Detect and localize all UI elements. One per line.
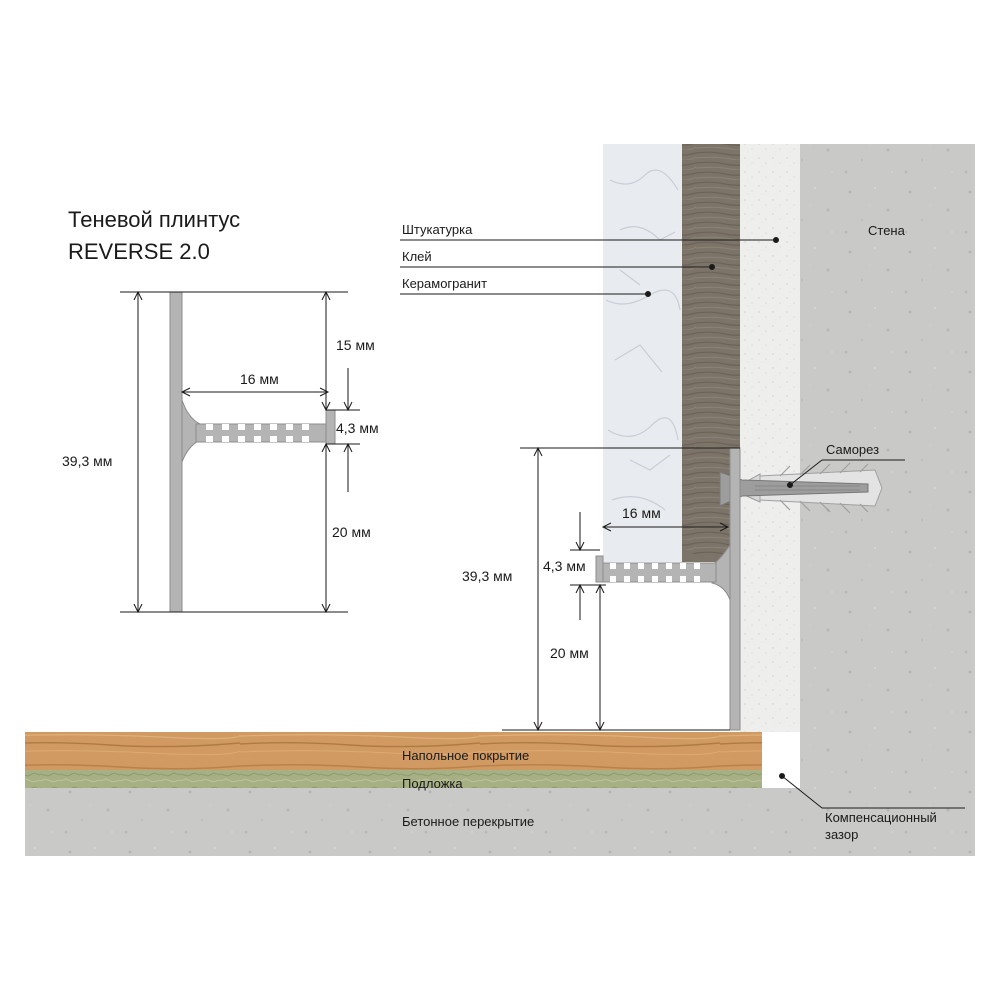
left-depth: 16 мм bbox=[240, 371, 279, 387]
leader-lines bbox=[400, 237, 965, 809]
installed-total-height: 39,3 мм bbox=[462, 568, 512, 584]
installed-bottom-section: 20 мм bbox=[550, 645, 589, 661]
label-flooring: Напольное покрытие bbox=[402, 748, 529, 763]
left-profile-grooves bbox=[206, 424, 309, 442]
installed-depth: 16 мм bbox=[622, 505, 661, 521]
flooring-layer bbox=[25, 732, 762, 770]
expansion-gap bbox=[762, 732, 800, 788]
glue-bottom-edge bbox=[682, 548, 728, 562]
left-profile bbox=[169, 291, 336, 613]
underlay-layer bbox=[25, 770, 762, 788]
label-underlay: Подложка bbox=[402, 776, 463, 791]
left-shelf-thickness: 4,3 мм bbox=[336, 420, 379, 436]
left-dimensions bbox=[120, 290, 360, 614]
label-screw: Саморез bbox=[826, 442, 879, 457]
left-top-section: 15 мм bbox=[336, 337, 375, 353]
label-concrete-slab: Бетонное перекрытие bbox=[402, 814, 534, 829]
title-line-1: Теневой плинтус bbox=[68, 207, 241, 232]
left-total-height: 39,3 мм bbox=[62, 453, 112, 469]
title-line-2: REVERSE 2.0 bbox=[68, 239, 210, 264]
screw-dowel bbox=[719, 462, 883, 514]
left-bottom-section: 20 мм bbox=[332, 524, 371, 540]
label-porcelain: Керамогранит bbox=[402, 276, 487, 291]
label-plaster: Штукатурка bbox=[402, 222, 473, 237]
marble-veins bbox=[605, 169, 681, 511]
concrete-slab bbox=[25, 788, 975, 856]
porcelain-tile bbox=[603, 144, 682, 562]
plaster-layer bbox=[740, 144, 800, 732]
installed-profile-grooves bbox=[610, 563, 700, 582]
label-gap-line1: Компенсационный bbox=[825, 810, 937, 825]
concrete-wall bbox=[800, 144, 975, 788]
label-wall: Стена bbox=[868, 223, 906, 238]
label-gap-line2: зазор bbox=[825, 827, 858, 842]
label-glue: Клей bbox=[402, 249, 432, 264]
installed-shelf-thickness: 4,3 мм bbox=[543, 558, 586, 574]
installed-dimensions bbox=[502, 446, 740, 732]
